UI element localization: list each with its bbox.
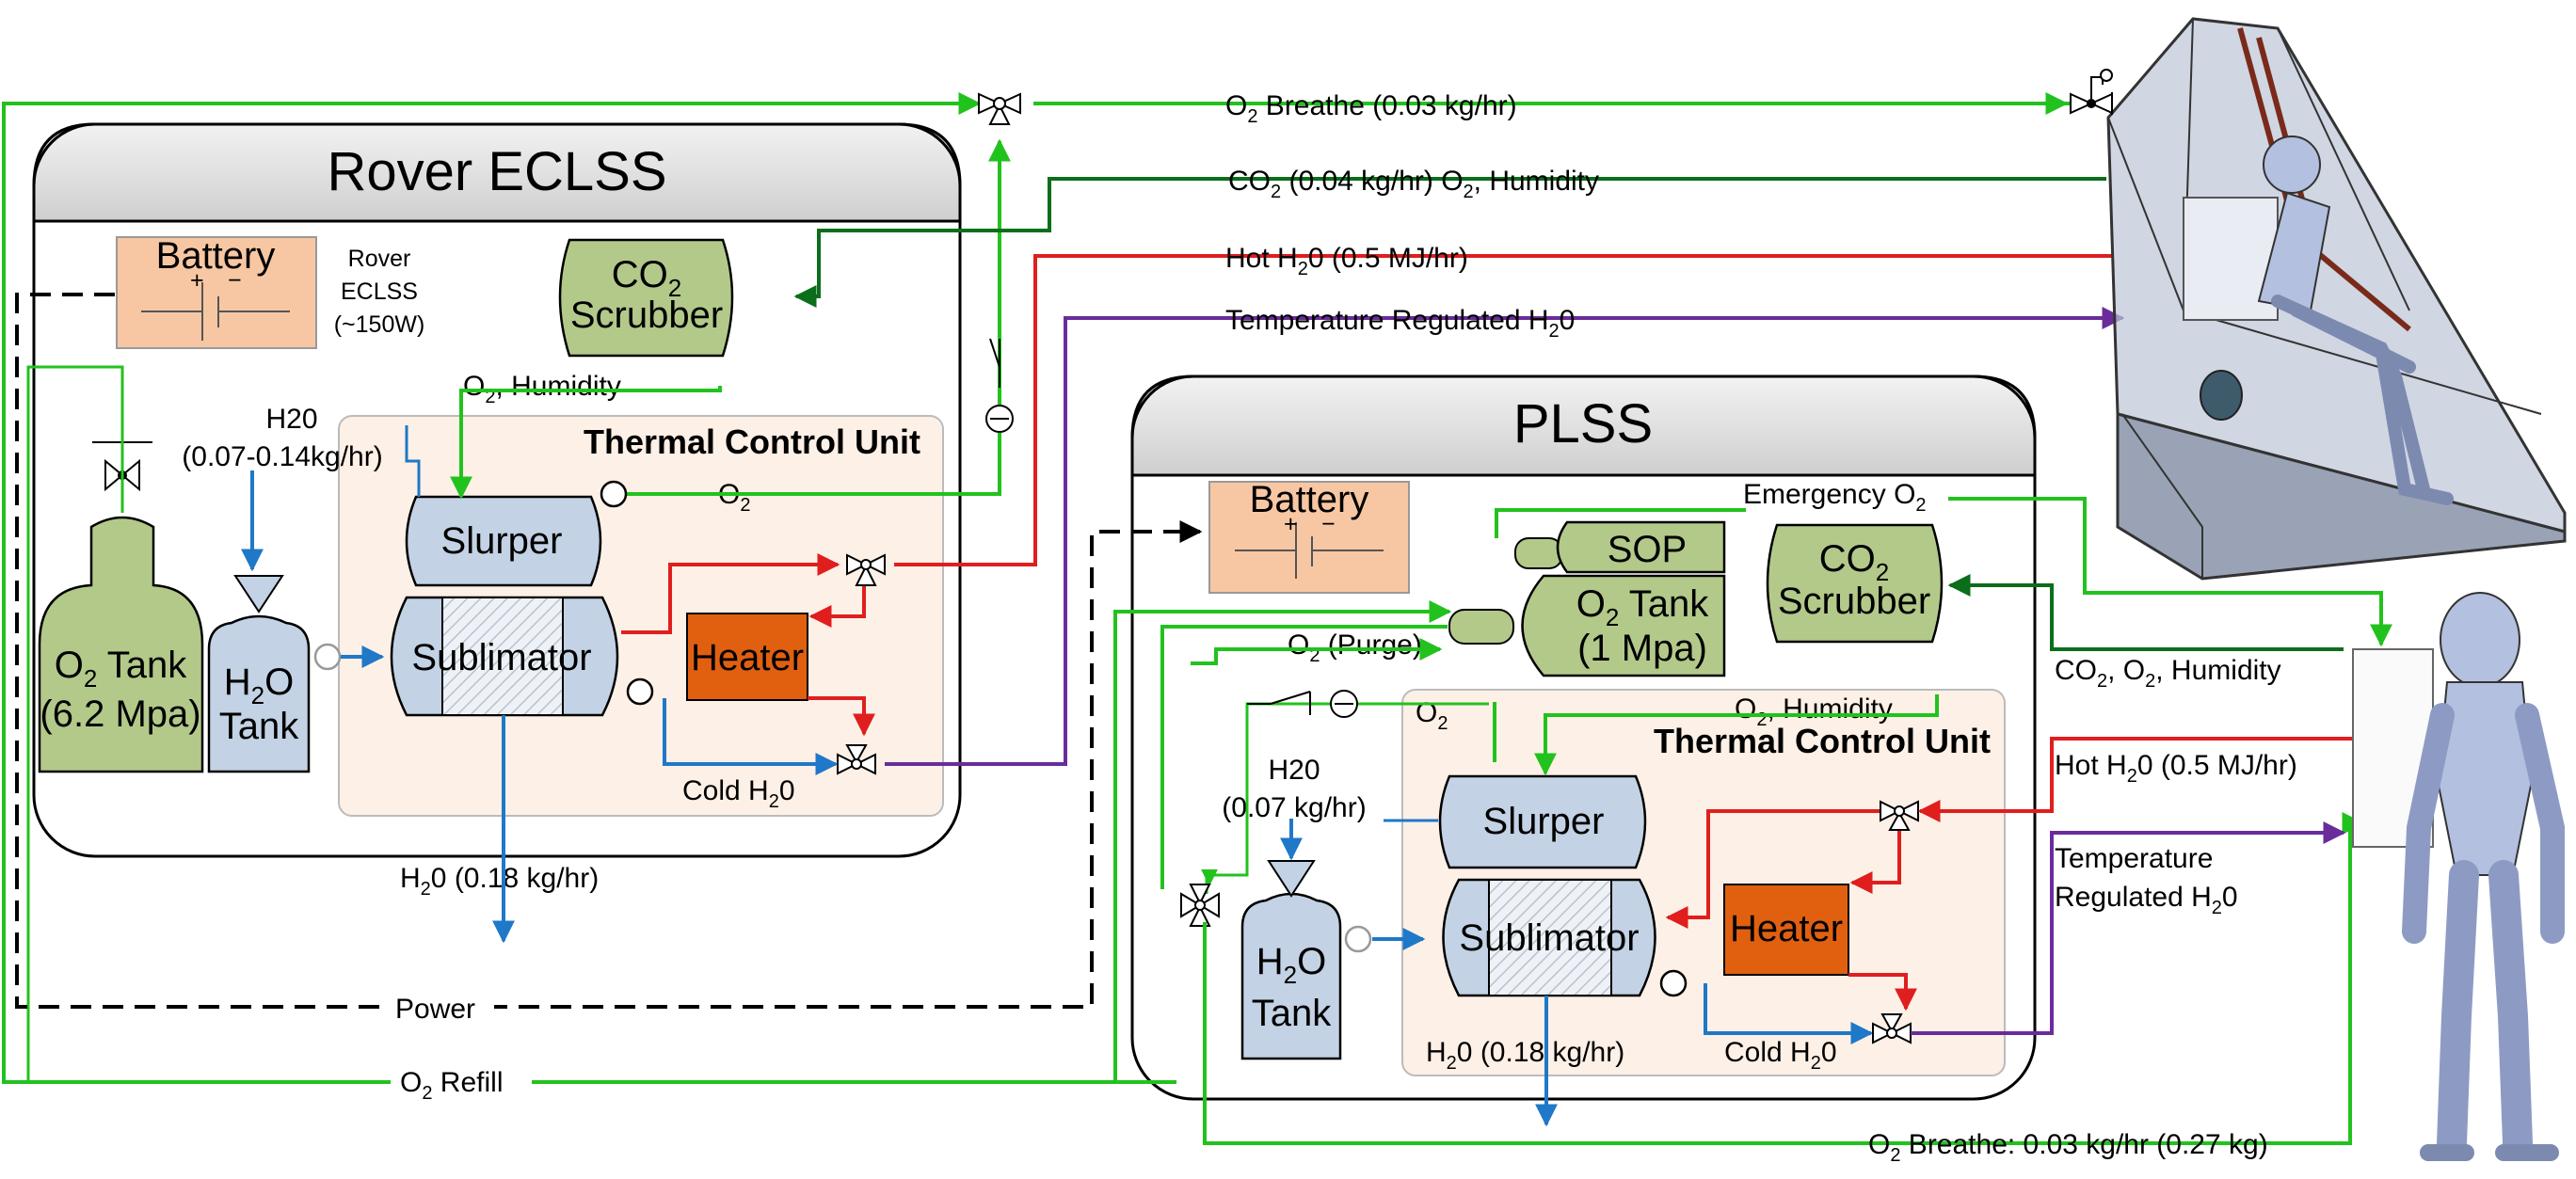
flow-power: Power xyxy=(395,994,475,1025)
rover-h2o-tank-label: Tank xyxy=(219,706,299,747)
plss-o2-tank: O2 Tank (1 Mpa) xyxy=(1448,574,1726,677)
svg-text:+: + xyxy=(1284,511,1298,537)
rover-eclss-module: Rover ECLSS Battery + − Rover ECLSS (~15… xyxy=(32,122,1001,944)
svg-text:H20 (0.18 kg/hr): H20 (0.18 kg/hr) xyxy=(400,863,599,900)
flow-suit-temp-1: Temperature xyxy=(2055,843,2213,874)
rover-battery-label: Battery xyxy=(156,235,276,277)
plss-slurper-label: Slurper xyxy=(1483,801,1605,842)
plss-o2-tank-pressure: (1 Mpa) xyxy=(1577,628,1707,669)
plss-h2o-tank: H2O Tank xyxy=(1240,860,1342,1060)
svg-text:O2 Tank: O2 Tank xyxy=(1576,583,1709,631)
rover-h2o-flow-2: (0.07-0.14kg/hr) xyxy=(182,441,382,472)
plss-purge-valve xyxy=(1180,884,1220,927)
flow-o2-breathe: O2 Breathe (0.03 kg/hr) xyxy=(1225,90,1517,127)
rover-tcu-title: Thermal Control Unit xyxy=(584,422,920,461)
plss-h2o-flow-1: H20 xyxy=(1268,755,1320,786)
plss-heater: Heater xyxy=(1723,884,1849,976)
rover-power-note-2: ECLSS xyxy=(341,279,418,305)
rover-heater: Heater xyxy=(686,613,808,701)
svg-text:H2O: H2O xyxy=(224,661,294,709)
plss-scrubber-label: Scrubber xyxy=(1778,581,1930,622)
astronaut-illustration xyxy=(2066,69,2565,1161)
svg-text:Emergency O2: Emergency O2 xyxy=(1743,479,1927,516)
flow-suit-hot: Hot H20 (0.5 MJ/hr) xyxy=(2055,750,2297,787)
plss-module: PLSS Battery + − SOP O2 Tank (1 Mpa) CO2 xyxy=(1130,374,2392,1127)
plss-check-valve xyxy=(1247,690,1358,718)
plss-co2-scrubber: CO2 Scrubber xyxy=(1766,523,1944,644)
rover-o2-supply-valve xyxy=(978,92,1021,125)
plss-battery-label: Battery xyxy=(1250,479,1369,520)
flow-suit-temp-2: Regulated H20 xyxy=(2055,882,2238,918)
rover-slurper-label: Slurper xyxy=(441,520,563,562)
rover-power-note-3: (~150W) xyxy=(334,311,425,338)
external-flows: O2 Breathe (0.03 kg/hr) CO2 (0.04 kg/hr)… xyxy=(2,90,2372,1166)
plss-h2o-tank-label: Tank xyxy=(1252,993,1332,1034)
plss-heater-label: Heater xyxy=(1730,908,1843,949)
rover-o2-tank-pressure: (6.2 Mpa) xyxy=(40,693,200,735)
astronaut-head xyxy=(2440,592,2520,688)
flow-suit-co2: CO2, O2, Humidity xyxy=(2055,655,2281,692)
rover-h2o-tank: H2O Tank xyxy=(207,575,311,773)
plss-sublimator: Sublimator xyxy=(1442,878,1656,997)
flow-hot-h2o: Hot H20 (0.5 MJ/hr) xyxy=(1225,243,1468,279)
rover-title: Rover ECLSS xyxy=(327,141,666,202)
svg-text:−: − xyxy=(1321,511,1336,537)
rover-o2-regulator xyxy=(985,338,1014,433)
plss-h2o-flow-2: (0.07 kg/hr) xyxy=(1222,792,1366,823)
flow-o2-refill: O2 Refill xyxy=(400,1067,503,1104)
flow-temp-h2o: Temperature Regulated H20 xyxy=(1225,305,1575,342)
svg-text:O2, Humidity: O2, Humidity xyxy=(1735,693,1893,730)
svg-text:O2 (Purge): O2 (Purge) xyxy=(1288,629,1422,666)
plss-sop: SOP xyxy=(1514,520,1726,574)
plss-battery: Battery + − xyxy=(1208,479,1410,594)
svg-text:+: + xyxy=(190,267,204,294)
rover-heater-label: Heater xyxy=(691,637,804,678)
flow-suit-o2: O2 Breathe: 0.03 kg/hr (0.27 kg) xyxy=(1868,1129,2268,1166)
plss-title: PLSS xyxy=(1513,393,1653,454)
svg-text:H20 (0.18 kg/hr): H20 (0.18 kg/hr) xyxy=(1426,1037,1624,1074)
rover-o2-tank: O2 Tank (6.2 Mpa) xyxy=(38,516,204,773)
rover-scrubber-label: Scrubber xyxy=(570,295,723,336)
rover-mixing-valve-top xyxy=(846,553,886,586)
rover-sublimator: Sublimator xyxy=(390,596,619,717)
rover-slurper: Slurper xyxy=(405,495,602,587)
rover-mixing-valve-bottom xyxy=(837,744,876,775)
plss-mixing-valve-bottom xyxy=(1872,1013,1912,1044)
rover-power-note-1: Rover xyxy=(348,246,411,272)
plss-sublimator-label: Sublimator xyxy=(1459,917,1639,959)
plss-tcu-title: Thermal Control Unit xyxy=(1654,722,1991,760)
rover-sublimator-label: Sublimator xyxy=(411,637,591,678)
cabin-o2-valve xyxy=(2070,69,2113,115)
plss-slurper: Slurper xyxy=(1438,774,1647,869)
rover-cabin-illustration xyxy=(2106,17,2567,581)
rover-h2o-flow-1: H20 xyxy=(265,404,317,435)
rover-crew-head xyxy=(2263,135,2321,194)
svg-text:H2O: H2O xyxy=(1256,941,1326,989)
svg-text:−: − xyxy=(228,267,242,294)
rover-co2-scrubber: CO2 Scrubber xyxy=(558,238,734,358)
rover-battery: Battery + − xyxy=(116,235,317,349)
plss-mixing-valve-top xyxy=(1880,800,1919,831)
svg-text:O2 Tank: O2 Tank xyxy=(55,645,187,693)
flow-co2-return: CO2 (0.04 kg/hr) O2, Humidity xyxy=(1228,166,1599,202)
plss-sop-label: SOP xyxy=(1608,529,1687,570)
